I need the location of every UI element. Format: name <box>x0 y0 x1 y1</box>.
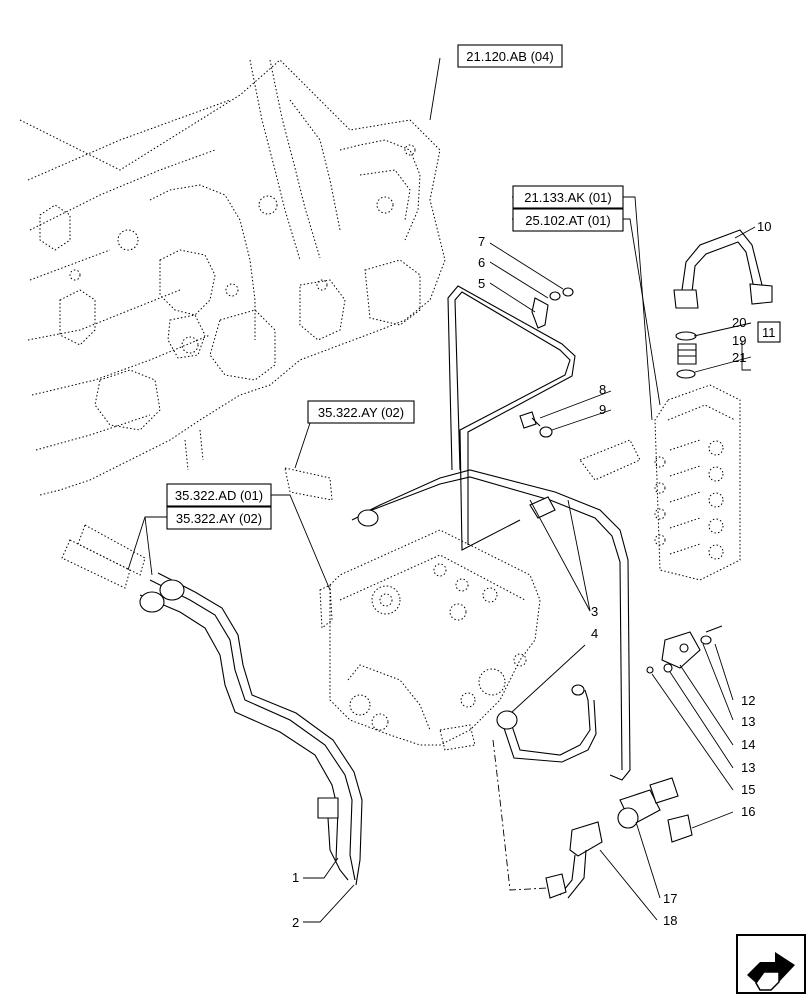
ref-box-35-322-ay-lower[interactable]: 35.322.AY (02) <box>166 506 272 530</box>
stub-pipes-left <box>61 524 146 589</box>
ref-box-35-322-ad[interactable]: 35.322.AD (01) <box>166 483 272 507</box>
callout-6: 6 <box>478 255 485 270</box>
callout-16: 16 <box>741 804 755 819</box>
callout-21: 21 <box>732 350 746 365</box>
svg-text:35.322.AY (02): 35.322.AY (02) <box>176 511 262 526</box>
svg-text:21.120.AB (04): 21.120.AB (04) <box>466 49 553 64</box>
svg-text:21.133.AK (01): 21.133.AK (01) <box>524 190 611 205</box>
callout-12: 12 <box>741 693 755 708</box>
pipe-assembly-center <box>351 285 631 781</box>
svg-text:35.322.AY (02): 35.322.AY (02) <box>318 405 404 420</box>
callout-14: 14 <box>741 737 755 752</box>
callout-13b: 13 <box>741 760 755 775</box>
transmission-housing-outline <box>19 59 446 496</box>
ref-box-21-133-ak[interactable]: 21.133.AK (01) <box>512 185 624 209</box>
callout-19: 19 <box>732 333 746 348</box>
callout-15: 15 <box>741 782 755 797</box>
callout-numbers: 1 2 3 4 5 6 7 8 9 10 11 12 13 14 13 15 1… <box>292 219 781 930</box>
ref-box-25-102-at[interactable]: 25.102.AT (01) <box>512 208 624 232</box>
svg-text:35.322.AD (01): 35.322.AD (01) <box>175 488 263 503</box>
clamp-parts <box>646 625 723 674</box>
stub-pipe-upper <box>284 439 641 501</box>
screw-and-washer <box>519 411 553 438</box>
callout-1: 1 <box>292 870 299 885</box>
callout-7: 7 <box>478 234 485 249</box>
hydraulic-valve-block <box>319 529 541 751</box>
next-page-arrow-icon[interactable] <box>736 934 806 994</box>
callout-10: 10 <box>757 219 771 234</box>
pipe-part-10 <box>673 229 773 309</box>
callout-8: 8 <box>599 382 606 397</box>
callout-11: 11 <box>762 325 776 340</box>
adapter-with-o-rings <box>675 331 697 379</box>
callout-13a: 13 <box>741 714 755 729</box>
callout-20: 20 <box>732 315 746 330</box>
callout-11-box <box>757 321 781 343</box>
svg-text:25.102.AT (01): 25.102.AT (01) <box>525 213 611 228</box>
callout-5: 5 <box>478 276 485 291</box>
callout-2: 2 <box>292 915 299 930</box>
callout-3: 3 <box>591 604 598 619</box>
pipe-assembly-left <box>139 572 363 886</box>
bracket-nut-bolt <box>531 287 574 329</box>
callout-9: 9 <box>599 402 606 417</box>
callout-17: 17 <box>663 891 677 906</box>
leader-lines <box>127 57 756 923</box>
control-valve-stack <box>654 384 741 581</box>
callout-18: 18 <box>663 913 677 928</box>
callout-4: 4 <box>591 626 598 641</box>
assembly-line <box>492 739 549 891</box>
ref-box-21-120-ab[interactable]: 21.120.AB (04) <box>457 44 563 68</box>
fittings-lower <box>545 777 693 899</box>
ref-box-35-322-ay-upper[interactable]: 35.322.AY (02) <box>307 400 415 424</box>
